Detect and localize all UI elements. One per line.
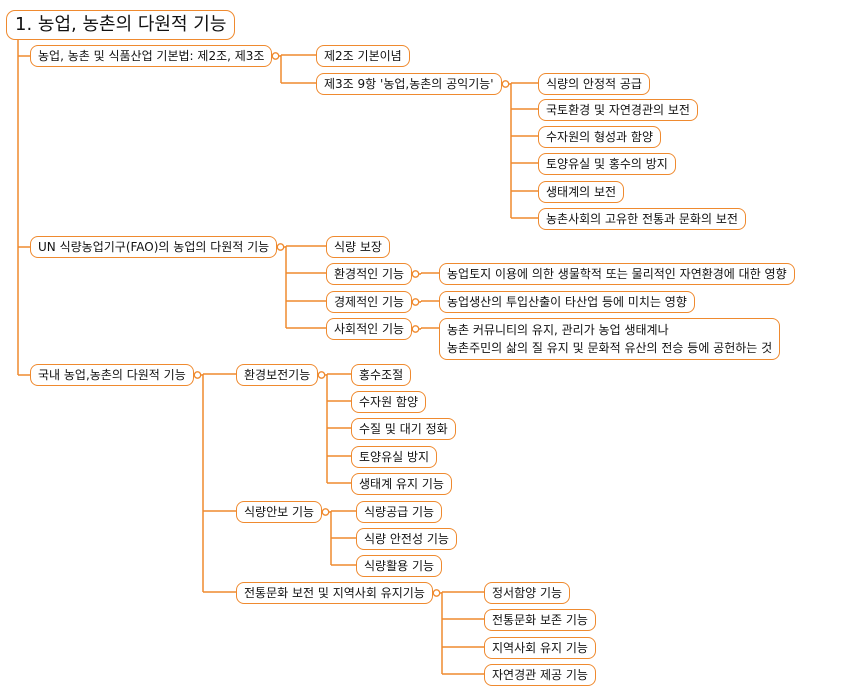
branch-dot [321,508,330,516]
node-dom-env-item-2[interactable]: 수자원 함양 [351,391,427,413]
node-dom-food-item-2[interactable]: 식량 안전성 기능 [356,528,457,550]
node-dom-env-item-3[interactable]: 수질 및 대기 정화 [351,418,456,440]
node-art3-item-6[interactable]: 농촌사회의 고유한 전통과 문화의 보전 [538,208,746,230]
node-dom-culture[interactable]: 전통문화 보전 및 지역사회 유지기능 [236,582,433,604]
node-art3-item-3[interactable]: 수자원의 형성과 함양 [538,126,661,148]
node-art3-item-5[interactable]: 생태계의 보전 [538,181,625,203]
branch-dot [411,270,420,278]
node-dom-env-item-5[interactable]: 생태계 유지 기능 [351,473,452,495]
node-basic-law[interactable]: 농업, 농촌 및 식품산업 기본법: 제2조, 제3조 [30,45,273,67]
node-article-3[interactable]: 제3조 9항 '농업,농촌의 공익기능' [316,73,502,95]
node-article-2[interactable]: 제2조 기본이념 [316,45,410,67]
branch-dot [501,80,510,88]
node-dom-culture-item-2[interactable]: 전통문화 보존 기능 [484,609,596,631]
node-dom-food-item-3[interactable]: 식량활용 기능 [356,555,443,577]
node-fao-social[interactable]: 사회적인 기능 [326,318,413,340]
node-fao-social-detail[interactable]: 농촌 커뮤니티의 유지, 관리가 농업 생태계나 농촌주민의 삶의 질 유지 및… [439,318,781,360]
root-title[interactable]: 1. 농업, 농촌의 다원적 기능 [6,10,236,40]
node-fao-env-detail[interactable]: 농업토지 이용에 의한 생물학적 또는 물리적인 자연환경에 대한 영향 [439,263,795,285]
node-dom-env-item-4[interactable]: 토양유실 방지 [351,446,438,468]
node-domestic[interactable]: 국내 농업,농촌의 다원적 기능 [30,364,194,386]
branch-dot [271,52,280,60]
branch-dot [193,371,202,379]
node-dom-culture-item-4[interactable]: 자연경관 제공 기능 [484,664,596,686]
node-dom-food-item-1[interactable]: 식량공급 기능 [356,501,443,523]
branch-dot [317,371,326,379]
node-fao-env[interactable]: 환경적인 기능 [326,263,413,285]
node-fao-econ[interactable]: 경제적인 기능 [326,291,413,313]
node-art3-item-4[interactable]: 토양유실 및 홍수의 방지 [538,153,676,175]
node-fao-food[interactable]: 식량 보장 [326,236,390,258]
node-art3-item-2[interactable]: 국토환경 및 자연경관의 보전 [538,99,698,121]
node-fao-econ-detail[interactable]: 농업생산의 투입산출이 타산업 등에 미치는 영향 [439,291,695,313]
node-dom-culture-item-3[interactable]: 지역사회 유지 기능 [484,637,596,659]
node-dom-env[interactable]: 환경보전기능 [236,364,319,386]
branch-dot [432,589,441,597]
branch-dot [276,243,285,251]
node-art3-item-1[interactable]: 식량의 안정적 공급 [538,73,650,95]
node-dom-food[interactable]: 식량안보 기능 [236,501,323,523]
node-dom-env-item-1[interactable]: 홍수조절 [351,364,412,386]
node-dom-culture-item-1[interactable]: 정서함양 기능 [484,582,571,604]
branch-dot [411,325,420,333]
branch-dot [411,298,420,306]
node-fao[interactable]: UN 식량농업기구(FAO)의 농업의 다원적 기능 [30,236,278,258]
